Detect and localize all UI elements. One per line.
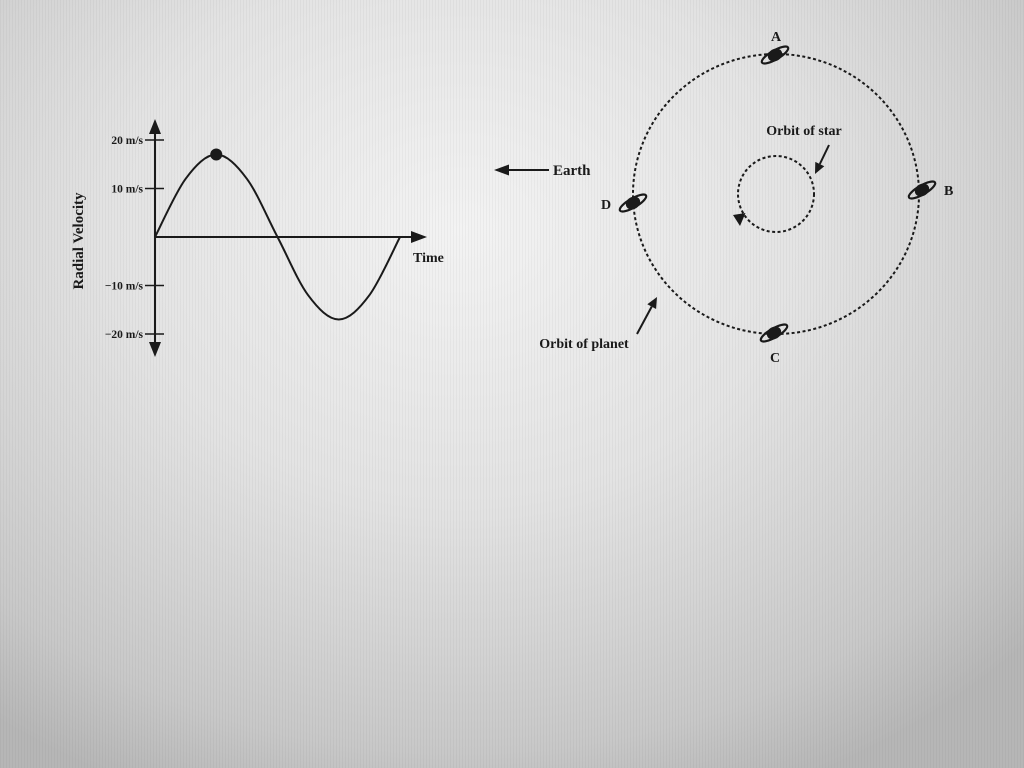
planet-orbit-pointer-shaft xyxy=(637,307,652,334)
y-axis-label: Radial Velocity xyxy=(71,192,87,290)
earth-arrow-icon xyxy=(494,165,509,176)
planet-body xyxy=(765,324,784,342)
position-label-c: C xyxy=(770,351,780,366)
planet-orbit-label: Orbit of planet xyxy=(539,337,629,352)
star-direction-arrow-icon xyxy=(733,213,746,226)
star-orbit-pointer-shaft xyxy=(820,145,829,164)
planet-body xyxy=(913,181,932,199)
planet-orbit xyxy=(633,54,919,334)
star-orbit xyxy=(738,156,814,232)
peak-marker xyxy=(210,149,222,161)
x-axis-label: Time xyxy=(413,251,444,266)
star-orbit-label: Orbit of star xyxy=(766,124,841,139)
y-axis-down-arrow-icon xyxy=(149,342,161,357)
position-label-a: A xyxy=(771,30,782,45)
planet-body xyxy=(624,194,643,212)
planet-icon xyxy=(758,320,790,345)
earth-pointer: Earth xyxy=(494,163,591,179)
y-tick-label: −20 m/s xyxy=(105,329,144,341)
planet-icon xyxy=(906,177,938,202)
position-label-d: D xyxy=(601,198,611,213)
planet-icon xyxy=(617,190,649,215)
y-axis-up-arrow-icon xyxy=(149,119,161,134)
earth-label: Earth xyxy=(553,163,591,179)
radial-velocity-graph: Radial Velocity Time 20 m/s 10 m/s −10 m/s… xyxy=(71,119,444,357)
y-tick-label: 20 m/s xyxy=(111,135,143,147)
planet-body xyxy=(766,46,785,64)
x-axis-arrow-icon xyxy=(411,231,427,243)
position-label-b: B xyxy=(944,184,953,199)
orbit-diagram: Orbit of star Orbit of planet A B C D xyxy=(539,30,953,366)
y-tick-label: −10 m/s xyxy=(105,281,144,293)
y-tick-label: 10 m/s xyxy=(111,184,143,196)
